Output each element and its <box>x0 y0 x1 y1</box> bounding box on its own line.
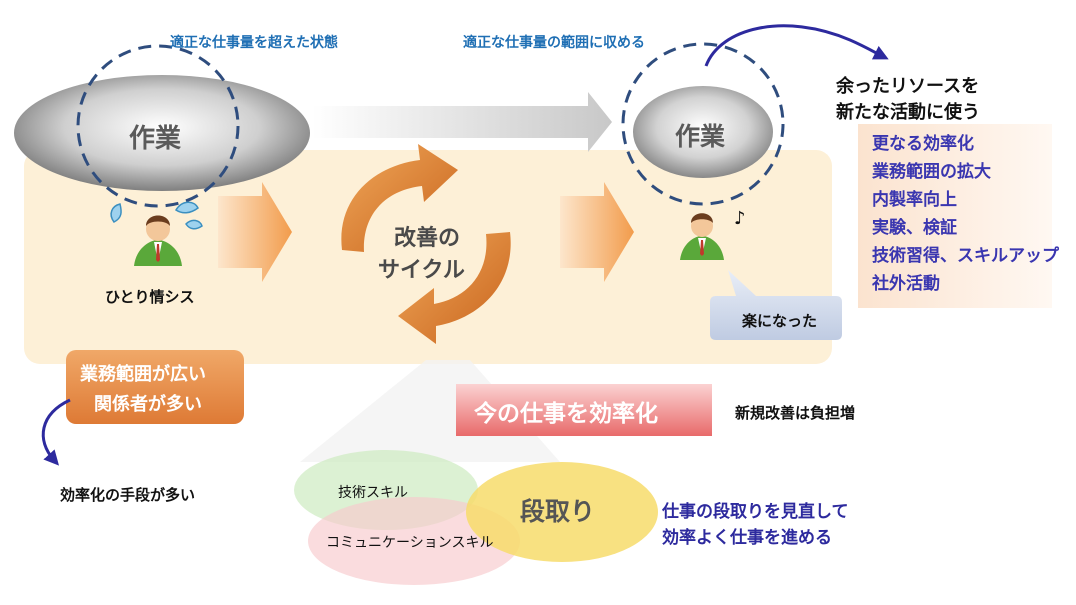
skill-ellipse-plan <box>466 462 658 562</box>
work-label-left: 作業 <box>129 124 182 154</box>
resource-item: 内製率向上 <box>872 190 957 210</box>
scope-box-line2: 関係者が多い <box>94 394 202 415</box>
scope-box <box>66 350 244 424</box>
skill-tech-label: 技術スキル <box>338 485 408 501</box>
resource-list-panel <box>858 124 1052 308</box>
sweat-drop-icon <box>110 203 122 223</box>
top-left-caption: 適正な仕事量を超えた状態 <box>170 35 338 51</box>
resource-title-line2: 新たな活動に使う <box>836 102 980 123</box>
top-gray-arrow <box>312 92 612 152</box>
purple-arrow-left <box>41 398 71 466</box>
cycle-arrow-bottom <box>398 232 511 344</box>
cycle-label-line1: 改善の <box>394 226 461 251</box>
skill-plan-label: 段取り <box>520 497 596 526</box>
plan-note-line2: 効率よく仕事を進める <box>662 528 832 548</box>
new-improvement-label: 新規改善は負担増 <box>735 404 856 422</box>
resource-item: 技術習得、スキルアップ <box>872 246 1059 266</box>
means-label: 効率化の手段が多い <box>60 486 196 504</box>
resource-title-line1: 余ったリソースを <box>836 76 980 97</box>
dashed-circle-left <box>76 44 240 208</box>
music-note-icon: ♪ <box>734 208 746 229</box>
sweat-drop-icon <box>174 201 199 214</box>
purple-arrow-right <box>704 24 889 67</box>
skill-comm-label: コミュニケーションスキル <box>326 535 494 551</box>
spotlight-beam <box>300 360 560 462</box>
resource-list: 更なる効率化 業務範囲の拡大 内製率向上 実験、検証 技術習得、スキルアップ 社… <box>872 130 1059 298</box>
top-mid-caption: 適正な仕事量の範囲に収める <box>463 35 645 51</box>
resource-item: 実験、検証 <box>872 218 957 238</box>
chevron-arrow-left <box>218 182 292 282</box>
work-ellipse-right <box>633 86 773 178</box>
resource-item: 社外活動 <box>872 274 940 294</box>
efficiency-banner-label: 今の仕事を効率化 <box>474 401 658 427</box>
person-icon-right <box>680 213 724 260</box>
plan-note-line1: 仕事の段取りを見直して <box>662 502 849 522</box>
scope-box-line1: 業務範囲が広い <box>80 364 206 385</box>
sweat-drop-icon <box>185 219 203 230</box>
work-label-right: 作業 <box>675 122 726 151</box>
cycle-arrow-top <box>341 144 458 252</box>
cycle-label-line2: サイクル <box>378 258 465 283</box>
relief-label: 楽になった <box>742 312 818 330</box>
chevron-arrow-right <box>560 182 634 282</box>
person-icon-left <box>134 215 182 266</box>
efficiency-banner <box>456 384 712 436</box>
dashed-circle-right <box>621 42 785 206</box>
person-left-label: ひとり情シス <box>105 288 195 306</box>
relief-speech-bubble <box>710 270 842 340</box>
resource-item: 業務範囲の拡大 <box>872 162 991 182</box>
resource-item: 更なる効率化 <box>872 134 974 154</box>
